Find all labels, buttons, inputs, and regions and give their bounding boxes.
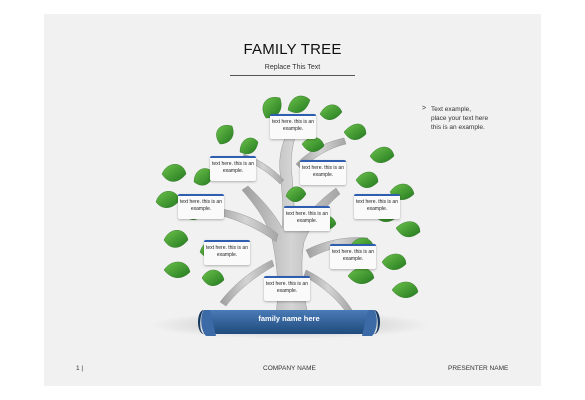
- company-name: COMPANY NAME: [263, 365, 316, 372]
- family-member-label[interactable]: text here. this is an example.: [210, 156, 256, 181]
- family-member-label[interactable]: text here. this is an example.: [204, 240, 250, 265]
- family-member-label[interactable]: text here. this is an example.: [284, 206, 330, 231]
- tree-illustration: [150, 95, 430, 339]
- slide-title: FAMILY TREE: [243, 41, 342, 58]
- label-text: text here. this is an example.: [302, 165, 344, 178]
- label-text: text here. this is an example.: [180, 199, 222, 212]
- label-text: text here. this is an example.: [266, 281, 308, 294]
- label-text: text here. this is an example.: [356, 199, 398, 212]
- label-text: text here. this is an example.: [332, 249, 374, 262]
- slide-subtitle: Replace This Text: [264, 64, 321, 71]
- family-name-banner: [198, 310, 380, 336]
- family-member-label[interactable]: text here. this is an example.: [354, 194, 400, 219]
- presenter-name: PRESENTER NAME: [448, 365, 509, 372]
- label-text: text here. this is an example.: [212, 161, 254, 174]
- side-note: > Text example, place your text here thi…: [422, 105, 512, 132]
- label-text: text here. this is an example.: [206, 245, 248, 258]
- label-text: text here. this is an example.: [286, 211, 328, 224]
- family-member-label[interactable]: text here. this is an example.: [264, 276, 310, 301]
- subtitle-divider: [230, 75, 355, 76]
- side-note-text: Text example, place your text here this …: [431, 106, 489, 131]
- label-text: text here. this is an example.: [272, 119, 314, 132]
- page-number: 1 |: [76, 365, 84, 372]
- chevron-right-icon: >: [422, 105, 427, 112]
- family-member-label[interactable]: text here. this is an example.: [300, 160, 346, 185]
- family-member-label[interactable]: text here. this is an example.: [330, 244, 376, 269]
- slide: FAMILY TREE Replace This Text > Text exa…: [44, 14, 541, 386]
- family-name-text[interactable]: family name here: [258, 314, 320, 323]
- family-member-label[interactable]: text here. this is an example.: [270, 114, 316, 139]
- family-member-label[interactable]: text here. this is an example.: [178, 194, 224, 219]
